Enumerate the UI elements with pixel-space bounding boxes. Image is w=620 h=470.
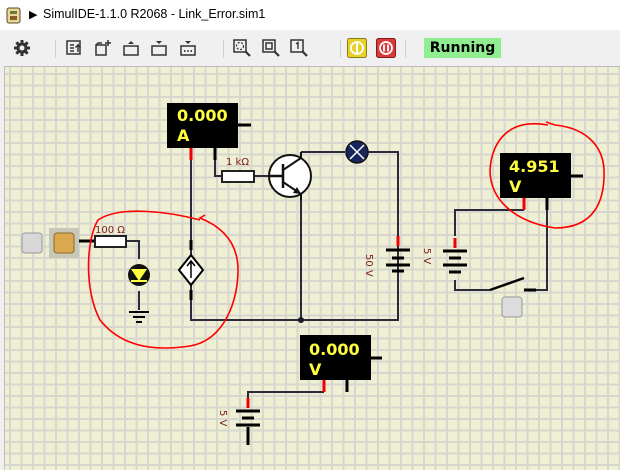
zoom-one-icon [290,39,308,57]
led[interactable] [128,264,150,286]
npn-transistor[interactable] [268,152,312,200]
ground [129,311,149,323]
battery-5v-switch-label: 5 V [421,248,432,265]
voltmeter-right-unit: V [509,177,522,196]
wire [247,391,324,400]
zoom-selected-button[interactable] [260,37,282,59]
battery-5v-bottom-label: 5 V [217,410,228,427]
save-circuit-button[interactable] [148,37,170,59]
wire [368,151,399,236]
circuit-canvas[interactable] [4,66,620,470]
ammeter[interactable]: 0.000 A [167,103,251,160]
switch[interactable] [489,276,536,318]
gear-icon [14,40,30,56]
toolbar-separator [55,40,56,58]
new-circuit-button[interactable] [92,37,114,59]
play-icon: ▶ [29,9,38,21]
annotation-circle-left [87,210,239,349]
save-as-button[interactable] [177,37,199,59]
toolbar-separator [405,40,406,58]
open-recent-button[interactable] [64,37,86,59]
window-title: SimulIDE-1.1.0 R2068 - Link_Error.sim1 [43,7,266,21]
wire [214,160,222,177]
voltmeter-bottom-value: 0.000 [309,340,360,359]
new-folder-icon [95,40,111,56]
pause-button[interactable] [375,37,397,59]
battery-5v-bottom[interactable]: 5 V [217,398,260,445]
resistor-1k-label: 1 kΩ [226,157,249,168]
toolbar: Running [0,30,620,65]
voltmeter-right-value: 4.951 [509,157,560,176]
resistor-1k[interactable]: 1 kΩ [221,157,255,183]
voltmeter-bottom[interactable]: 0.000 V [300,335,382,392]
resistor-100[interactable]: 100 Ω [94,225,127,248]
zoom-one-button[interactable] [288,37,310,59]
wire [301,236,399,321]
battery-5v-switch[interactable]: 5 V [421,238,467,274]
ammeter-value: 0.000 [177,106,228,125]
lamp[interactable] [345,140,369,164]
current-source[interactable] [177,240,205,300]
wire [454,280,490,291]
voltmeter-right[interactable]: 4.951 V [500,153,583,210]
power-icon [347,38,367,58]
save-as-folder-icon [180,41,196,56]
voltmeter-bottom-unit: V [309,360,322,379]
wire [126,240,140,259]
power-button[interactable] [346,37,368,59]
resistor-100-label: 100 Ω [95,225,125,236]
annotation-circles [87,121,605,349]
switch-button [501,296,523,318]
annotation-circle-right [489,121,605,229]
open-folder-icon [123,41,139,56]
battery-50v-label: 50 V [363,254,374,277]
toolbar-separator [340,40,341,58]
toggle-button[interactable] [49,228,95,258]
wire [454,209,524,236]
zoom-selected-icon [262,39,280,57]
title-bar: ▶ SimulIDE-1.1.0 R2068 - Link_Error.sim1 [0,0,620,30]
toolbar-separator [223,40,224,58]
settings-button[interactable] [11,37,33,59]
push-button[interactable] [21,232,43,254]
recent-files-icon [66,40,82,55]
ammeter-unit: A [177,126,190,145]
simulation-status: Running [424,38,501,58]
zoom-fit-button[interactable] [231,37,253,59]
open-circuit-button[interactable] [120,37,142,59]
pause-icon [376,38,396,58]
battery-50v[interactable]: 50 V [363,236,410,277]
zoom-fit-icon [233,39,251,57]
save-folder-icon [151,41,167,56]
wire-junction [298,317,304,323]
app-icon [6,7,21,24]
